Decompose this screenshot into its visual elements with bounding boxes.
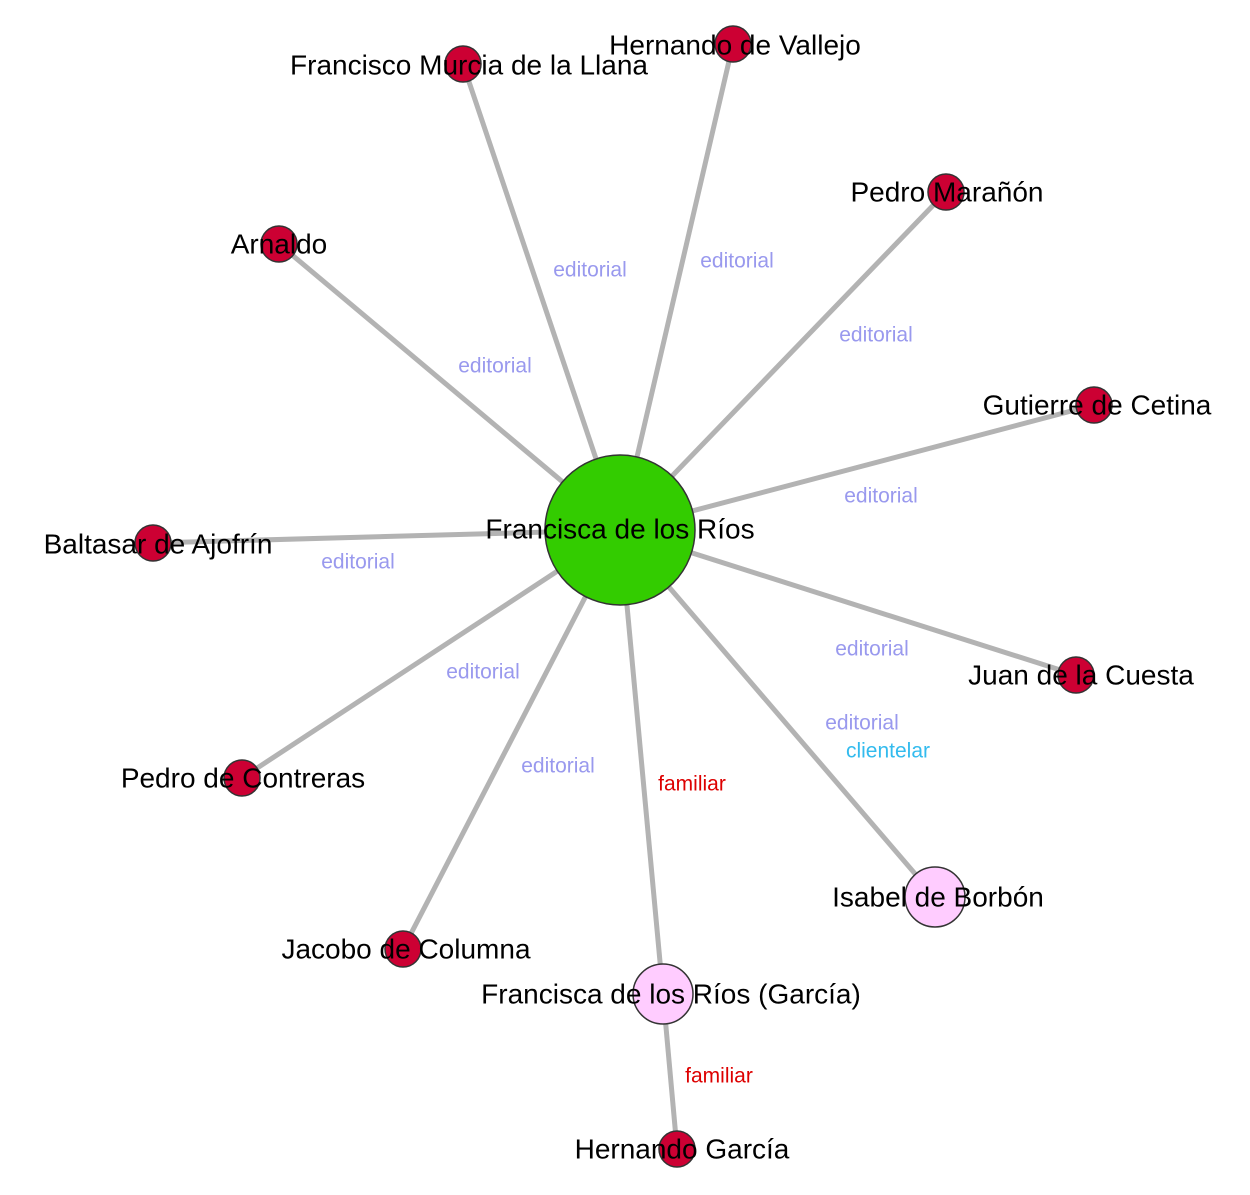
node-label-vallejo: Hernando de Vallejo [609, 29, 861, 60]
node-label-murcia: Francisco Murcia de la Llana [290, 49, 648, 80]
edge-label-familiar: familiar [658, 773, 726, 796]
edge-label-editorial: editorial [835, 638, 909, 661]
edge-center-murcia [460, 63, 623, 531]
node-murcia[interactable] [444, 45, 482, 83]
edge-center-garcia_f [617, 529, 666, 995]
node-label-cuesta: Juan de la Cuesta [968, 659, 1194, 690]
edge-center-ajofrin [152, 527, 621, 546]
node-garcia_h[interactable] [658, 1130, 696, 1168]
node-label-cetina: Gutierre de Cetina [983, 389, 1212, 420]
edge-label-editorial: editorial [458, 355, 532, 378]
node-columna[interactable] [384, 930, 422, 968]
edge-label-editorial: editorial [839, 324, 913, 347]
edge-center-cetina [619, 402, 1095, 533]
node-maranon[interactable] [927, 173, 965, 211]
node-label-arnaldo: Arnaldo [231, 228, 328, 259]
edge-center-vallejo [617, 43, 736, 531]
node-garcia_f[interactable] [632, 963, 694, 1025]
edge-label-familiar: familiar [685, 1065, 753, 1088]
node-center[interactable] [544, 454, 696, 606]
node-arnaldo[interactable] [260, 225, 298, 263]
node-label-ajofrin: Baltasar de Ajofrín [44, 528, 273, 559]
edge-center-columna [400, 528, 623, 951]
edge-label-editorial: editorial [521, 755, 595, 778]
edge-label-editorial: editorial [446, 661, 520, 684]
edge-label-clientelar: clientelar [846, 740, 930, 763]
node-ajofrin[interactable] [134, 524, 172, 562]
edge-center-borbon [618, 528, 937, 899]
node-label-center: Francisca de los Ríos [485, 513, 754, 544]
edge-label-editorial: editorial [553, 259, 627, 282]
edge-label-editorial: editorial [825, 712, 899, 735]
edge-label-editorial: editorial [844, 485, 918, 508]
edge-label-editorial: editorial [700, 250, 774, 273]
node-label-garcia_h: Hernando García [575, 1133, 790, 1164]
node-contreras[interactable] [223, 759, 261, 797]
node-label-maranon: Pedro Marañón [850, 176, 1043, 207]
node-cetina[interactable] [1075, 386, 1113, 424]
node-label-columna: Jacobo de Columna [281, 933, 530, 964]
node-vallejo[interactable] [714, 25, 752, 63]
edge-label-editorial: editorial [321, 551, 395, 574]
node-label-contreras: Pedro de Contreras [121, 762, 365, 793]
node-borbon[interactable] [904, 866, 966, 928]
node-label-garcia_f: Francisca de los Ríos (García) [481, 978, 861, 1009]
node-label-borbon: Isabel de Borbón [832, 881, 1044, 912]
node-cuesta[interactable] [1057, 656, 1095, 694]
edge-center-cuesta [619, 527, 1077, 678]
edge-center-maranon [618, 190, 948, 532]
